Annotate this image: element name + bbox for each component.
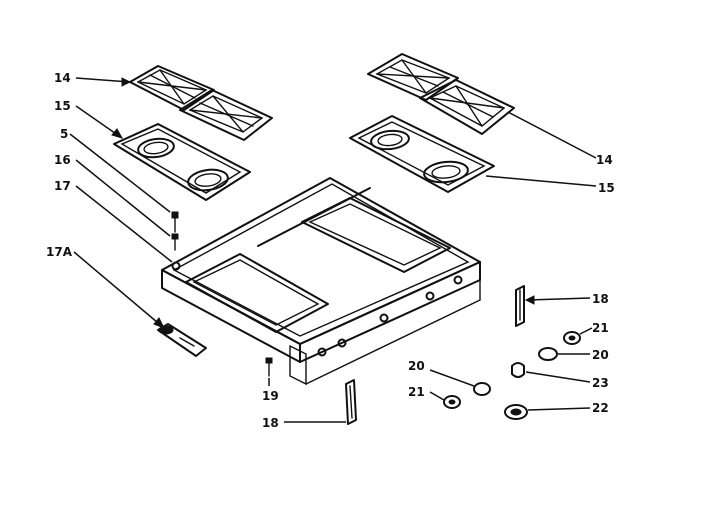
callout-labels: 14 15 5 16 17 17A 14 15 18 18 19 20 21 2… xyxy=(46,71,615,430)
small-parts xyxy=(443,331,581,420)
callout-20-right: 20 xyxy=(592,348,609,362)
grate-right-rear xyxy=(367,53,459,101)
callout-21-left: 21 xyxy=(408,385,425,399)
grate-right-front xyxy=(419,79,515,135)
callout-18-right: 18 xyxy=(592,292,609,306)
bracket-18-bottom xyxy=(345,379,357,425)
callout-20-left: 20 xyxy=(408,359,425,373)
part-21-right xyxy=(563,331,581,345)
callout-5: 5 xyxy=(60,127,68,141)
part-20-right xyxy=(538,347,558,361)
screw-19 xyxy=(265,357,273,377)
left-burner-pan xyxy=(113,123,251,201)
callout-14-right: 14 xyxy=(596,153,613,167)
callout-14-left: 14 xyxy=(54,71,71,85)
callout-15-left: 15 xyxy=(54,99,71,113)
right-burner-pan xyxy=(349,115,495,193)
part-20-left xyxy=(473,382,491,396)
bracket-18-right xyxy=(515,285,525,327)
screw-and-bushings xyxy=(171,211,179,251)
callout-18-bottom: 18 xyxy=(262,416,279,430)
callout-17a: 17A xyxy=(46,245,73,259)
callout-16: 16 xyxy=(54,153,71,167)
part-21-left xyxy=(443,395,461,409)
callout-21-right: 21 xyxy=(592,321,609,335)
right-burner-grates xyxy=(367,53,515,135)
callout-22: 22 xyxy=(592,401,609,415)
callout-17: 17 xyxy=(54,179,71,193)
bracket-17a xyxy=(157,323,207,357)
callout-15-right: 15 xyxy=(598,181,615,195)
part-22 xyxy=(504,404,528,420)
callout-19: 19 xyxy=(262,389,279,403)
part-23 xyxy=(511,362,525,378)
left-burner-grates xyxy=(129,65,273,141)
grate-left-front xyxy=(179,89,273,141)
leader-lines xyxy=(69,77,597,423)
main-cooktop-frame xyxy=(161,177,481,386)
callout-23: 23 xyxy=(592,376,609,390)
